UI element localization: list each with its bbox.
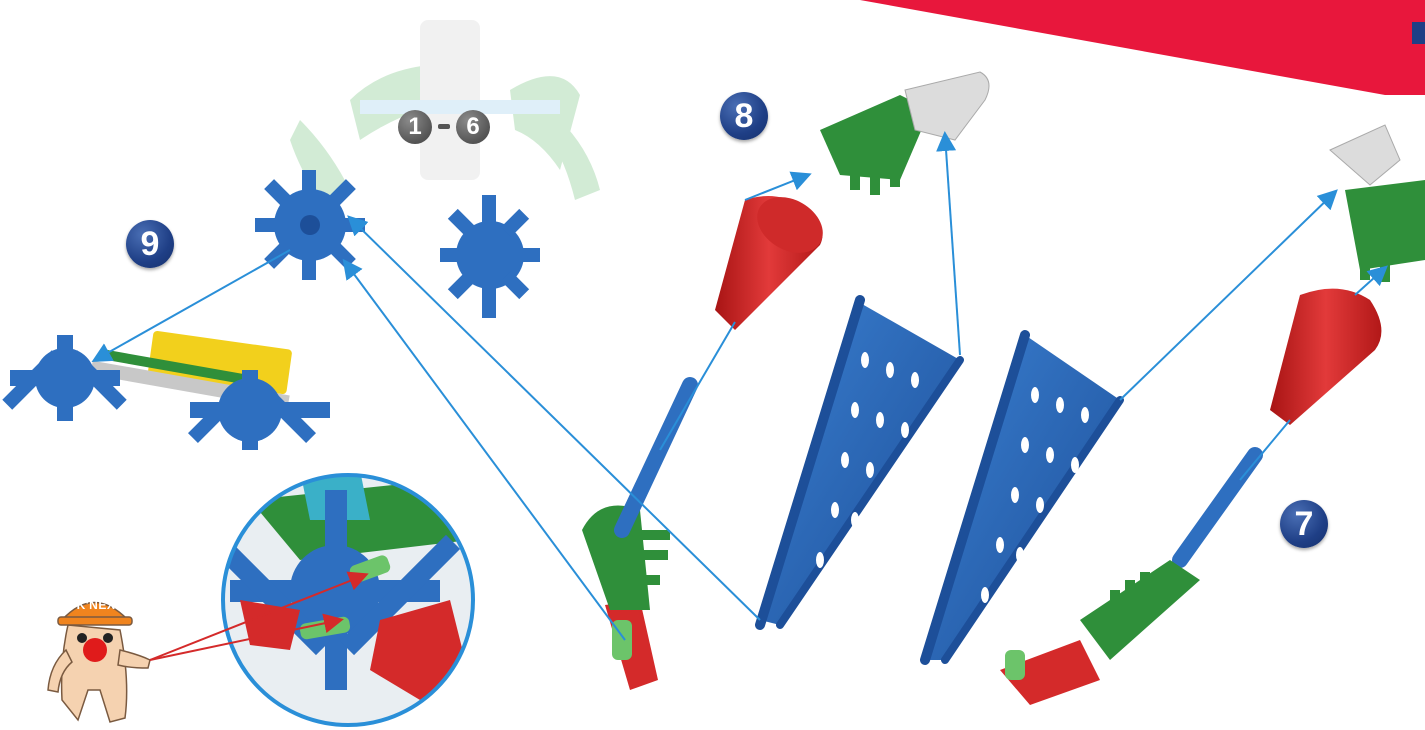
blue-gear-upper xyxy=(255,170,365,280)
red-connector-left xyxy=(605,600,658,690)
banner-corner-mark xyxy=(1412,22,1425,44)
previous-assembly-ghost xyxy=(290,20,600,200)
step-range-dash xyxy=(438,124,450,129)
blue-panel-right xyxy=(925,335,1120,660)
gear-subassembly xyxy=(2,330,330,450)
step-range-end-badge: 6 xyxy=(456,110,490,144)
step-range-start-badge: 1 xyxy=(398,110,432,144)
green-gray-part-step7 xyxy=(1330,125,1425,282)
mascot-logo-text: K'NEX xyxy=(66,598,126,612)
step-badge-7: 7 xyxy=(1280,500,1328,548)
knex-mascot-icon xyxy=(48,603,150,723)
blue-rod-step8 xyxy=(622,385,690,530)
green-gear-step8 xyxy=(820,72,989,195)
red-cone-step8 xyxy=(715,186,833,330)
step-badge-8: 8 xyxy=(720,92,768,140)
blue-panel-left xyxy=(760,300,960,625)
magnified-detail xyxy=(210,470,480,730)
step-badge-9: 9 xyxy=(126,220,174,268)
blue-rod-step7 xyxy=(1180,455,1255,560)
blue-gear-right xyxy=(440,195,540,318)
green-red-connector-step7 xyxy=(1000,560,1200,705)
red-cone-step7 xyxy=(1270,289,1381,425)
